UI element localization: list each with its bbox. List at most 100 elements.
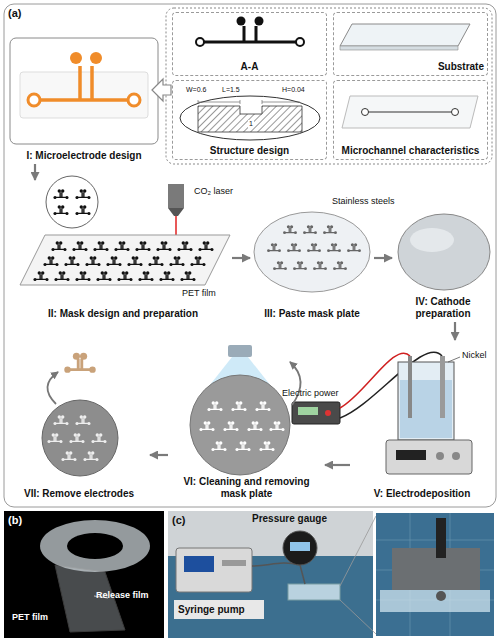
mask-plate (333, 261, 347, 270)
glass-slide (340, 24, 470, 50)
cleaned-plate (255, 401, 270, 411)
setup-photo (340, 600, 376, 634)
part-label: PET film (182, 288, 216, 298)
hotplate (386, 440, 472, 474)
mask-plate (303, 225, 317, 234)
setup-photo (436, 518, 446, 558)
cleaned-plate (190, 375, 290, 475)
design-region (166, 8, 492, 164)
process-step: II: Mask design and preparation (14, 180, 232, 322)
power-supply (325, 410, 331, 416)
pet-film (33, 271, 48, 281)
setup-photo (168, 511, 373, 638)
microchannel (362, 109, 369, 116)
process-step: I: Microelectrode design (8, 36, 160, 164)
process-step: VII: Remove electrodes (8, 340, 150, 502)
flow-arrow (374, 257, 392, 259)
microelectrode-figure (34, 66, 134, 100)
pet-film (85, 256, 100, 266)
electrode-sheet (47, 433, 62, 443)
cross-section (180, 96, 320, 140)
microelectrode-figure (10, 38, 158, 144)
cleaned-plate (290, 362, 301, 405)
beaker (440, 356, 445, 418)
setup-photo (340, 516, 376, 586)
step-label: I: Microelectrode design (26, 150, 141, 162)
setup-photo (283, 531, 317, 565)
microchannel (342, 96, 478, 128)
electrode-outline (237, 17, 246, 26)
setup-photo (288, 584, 340, 600)
cleaned-plate (223, 421, 238, 431)
tape-photo (40, 520, 150, 572)
part-label: Nickel (462, 350, 487, 360)
step-label: VI: Cleaning and removing mask plate (171, 476, 322, 500)
tape-photo (4, 511, 164, 638)
tape-photo (4, 511, 164, 638)
cleaned-plate (211, 441, 226, 451)
cleaned-plate (247, 421, 262, 431)
microelectrode-figure (128, 94, 140, 106)
electrode-sheet (53, 415, 68, 425)
pet-film (93, 241, 108, 251)
part-label: Electric power (282, 388, 339, 398)
pet-film (177, 241, 192, 251)
setup-photo (222, 560, 246, 566)
mask-plate (313, 261, 327, 270)
laser-head (168, 184, 184, 208)
process-step: IV: Cathode preparation (392, 180, 494, 322)
panel-frame (4, 4, 496, 507)
pet-film (106, 256, 121, 266)
pet-film (64, 256, 79, 266)
mask-plate (327, 243, 341, 252)
inset-box: A-A (172, 12, 327, 76)
step-label: IV: Cathode preparation (395, 296, 491, 320)
pet-film (190, 256, 205, 266)
beaker (408, 356, 412, 418)
steel-plate (410, 228, 454, 252)
hotplate (436, 452, 444, 460)
setup-photo (176, 548, 252, 592)
step-label: III: Paste mask plate (264, 308, 360, 320)
cross-section (198, 106, 302, 132)
inset-box: Microchannel characteristics (333, 80, 488, 160)
pet-film (148, 256, 163, 266)
electrode-sheet (83, 451, 98, 461)
pet-film (72, 241, 87, 251)
mask-plate (287, 243, 301, 252)
part-label: CO₂ laser (194, 186, 233, 196)
mask-plate (307, 243, 321, 252)
hotplate (396, 450, 426, 460)
beaker (398, 362, 454, 440)
step-label: VII: Remove electrodes (24, 488, 134, 500)
laser-head (168, 184, 184, 242)
setup-photo (376, 513, 494, 636)
electrode-outline (196, 38, 204, 46)
microelectrode-figure (28, 94, 40, 106)
part-label: H=0.04 (282, 86, 305, 94)
part-label: Stainless steels (332, 196, 395, 206)
electrode-outline (296, 38, 304, 46)
pet-film (51, 241, 66, 251)
setup-photo (300, 565, 305, 584)
pet-film (169, 256, 184, 266)
mask-plate (267, 243, 281, 252)
part-label: Release film (96, 590, 149, 600)
power-supply (298, 407, 318, 415)
part-label: Pressure gauge (252, 513, 327, 525)
microchannel (365, 111, 455, 112)
mask-inset (53, 189, 68, 199)
steel-plate (398, 214, 490, 290)
microelectrode-figure (90, 52, 102, 64)
beaker (398, 356, 460, 440)
inset-box: Substrate (333, 12, 488, 76)
electrode-sheet (75, 415, 90, 425)
setup-photo (184, 556, 214, 572)
pet-film (180, 271, 195, 281)
pet-film (198, 241, 213, 251)
electrode-outline (196, 17, 304, 47)
electrode-sheet (42, 353, 118, 476)
setup-photo (168, 556, 373, 638)
setup-photo (436, 591, 446, 601)
